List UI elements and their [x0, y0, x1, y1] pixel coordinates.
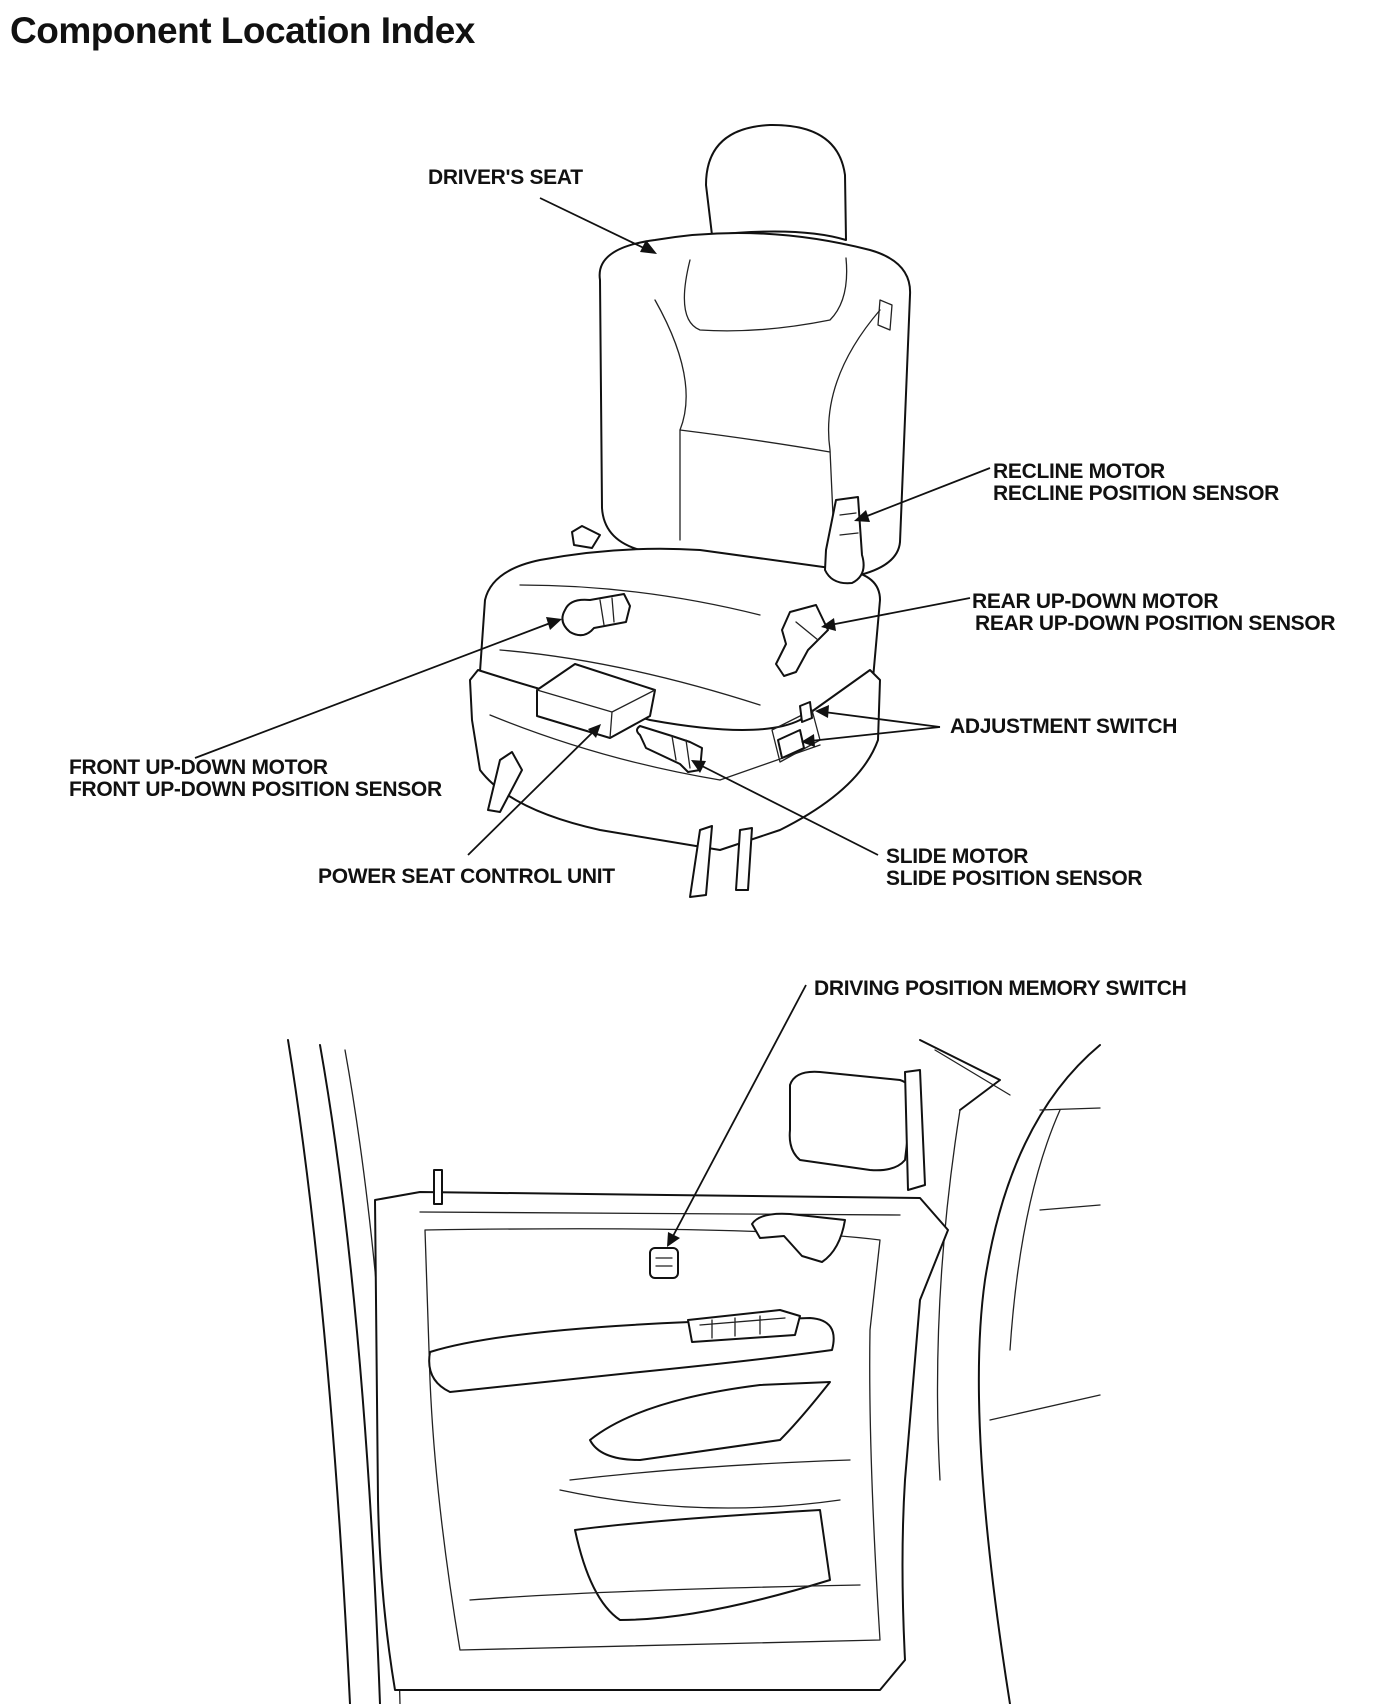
front-up-down-motor-label: FRONT UP-DOWN MOTOR FRONT UP-DOWN POSITI…: [69, 756, 442, 801]
headrest: [705, 123, 847, 241]
page-title: Component Location Index: [10, 10, 475, 51]
slide-motor-label: SLIDE MOTOR SLIDE POSITION SENSOR: [886, 845, 1143, 890]
drivers-seat-label: DRIVER'S SEAT: [428, 166, 583, 189]
armrest: [428, 1317, 835, 1393]
recline-motor-label: RECLINE MOTOR RECLINE POSITION SENSOR: [993, 460, 1279, 505]
driving-position-memory-switch: [649, 1247, 679, 1279]
power-window-switch: [687, 1309, 801, 1343]
drivers-seat-illustration: [194, 123, 991, 898]
power-seat-control-unit-label: POWER SEAT CONTROL UNIT: [318, 865, 615, 888]
driving-position-memory-switch-label: DRIVING POSITION MEMORY SWITCH: [814, 977, 1187, 1000]
slide-motor: [636, 725, 703, 773]
rear-up-down-motor: [775, 604, 829, 677]
side-mirror: [788, 1070, 914, 1172]
power-seat-control-unit: [536, 663, 656, 739]
door-panel: [374, 1191, 949, 1691]
seat-back: [598, 231, 912, 576]
rear-up-down-motor-label: REAR UP-DOWN MOTOR REAR UP-DOWN POSITION…: [972, 590, 1336, 635]
adjustment-switch-label: ADJUSTMENT SWITCH: [950, 715, 1178, 738]
recline-motor: [824, 496, 865, 585]
